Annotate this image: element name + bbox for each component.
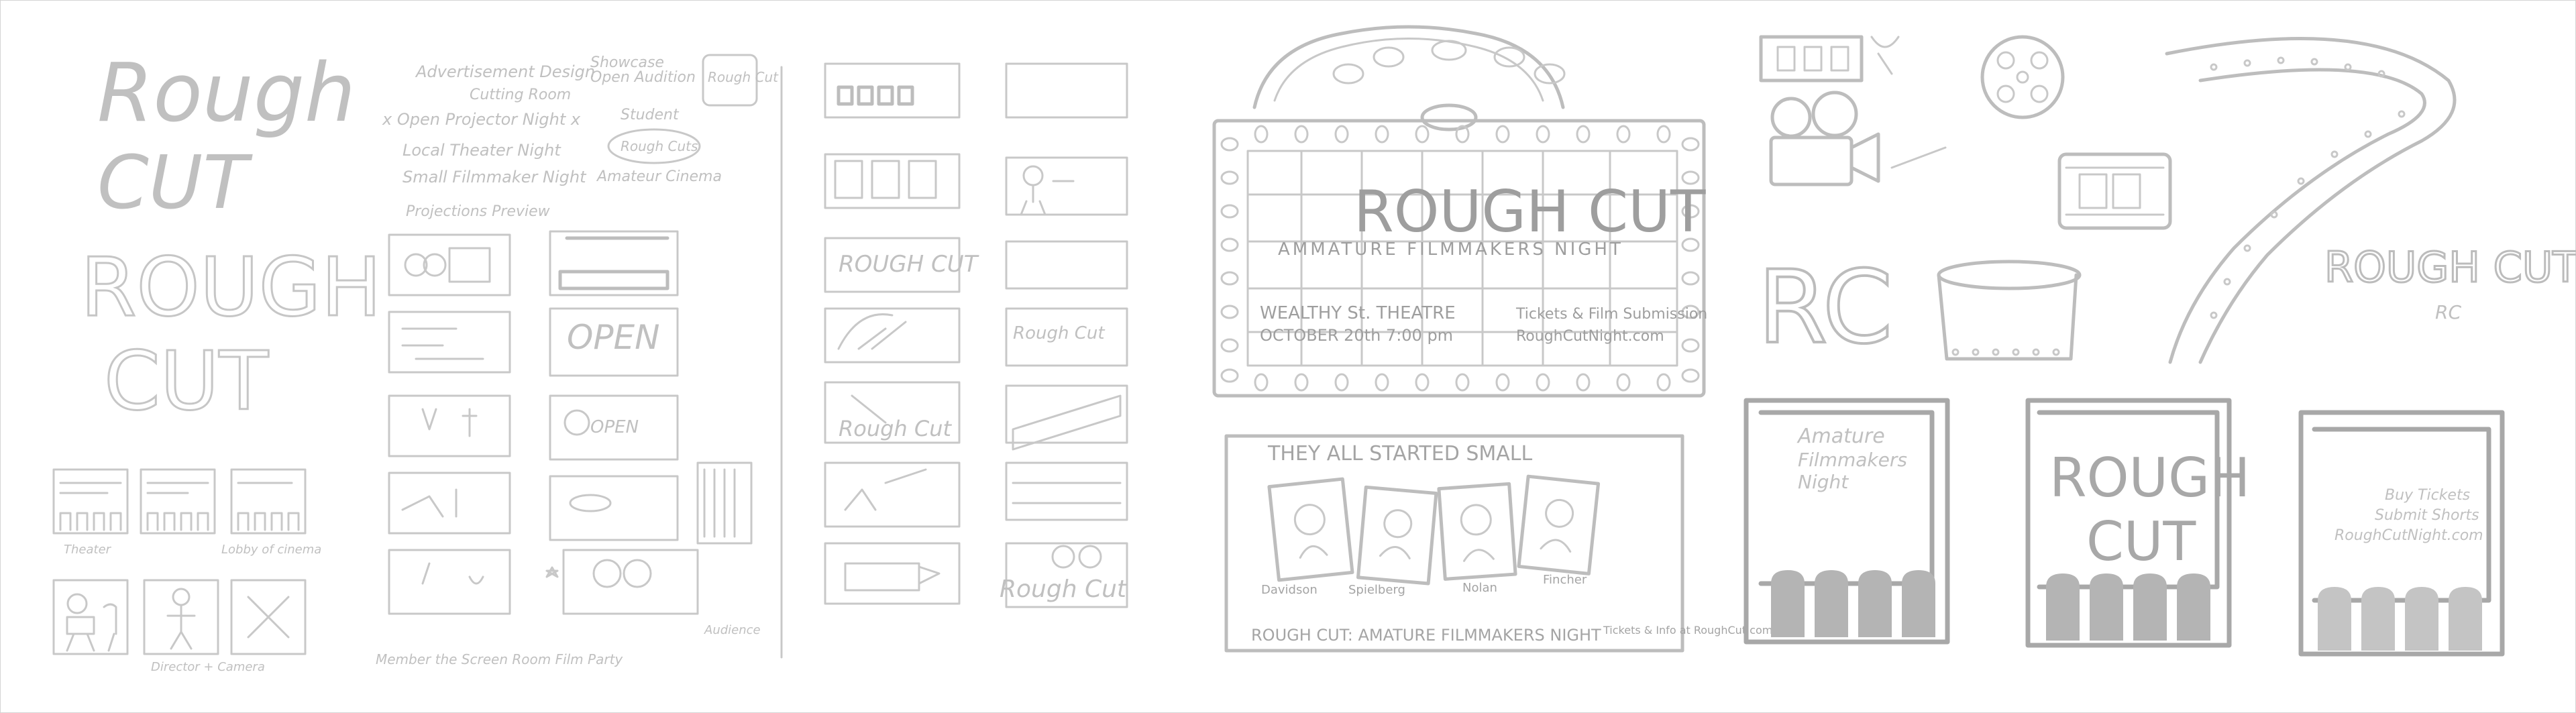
poster-name-fincher: Fincher [1543, 573, 1587, 587]
theater-thumbnails [52, 468, 307, 535]
panel-3-label-1: ROUGH CUT [839, 251, 979, 278]
thumb-label-open-2: OPEN [590, 417, 639, 437]
note-advertisement: Advertisement Design [415, 62, 595, 81]
note-open-audition: Open Audition [590, 69, 696, 86]
rc-signature-tag: RC [2435, 301, 2461, 323]
script-title-rough: Rough [97, 47, 356, 140]
panel-2-footer: Member the Screen Room Film Party [376, 651, 623, 667]
swirling-filmstrip-icon [2165, 37, 2457, 364]
panel-2-brainstorm: Advertisement Design Showcase Open Audit… [376, 54, 779, 667]
thumb-label-open-1: OPEN [567, 318, 660, 357]
film-can-icon [1937, 260, 2082, 361]
note-rough-cut-boxed: Rough Cut [708, 69, 779, 85]
small-poster-headline: THEY ALL STARTED SMALL [1267, 442, 1532, 465]
caption-director: Director + Camera [151, 660, 265, 674]
marquee-title: ROUGH CUT [1354, 178, 1706, 245]
note-cutting-room: Cutting Room [470, 87, 571, 103]
small-poster [1224, 434, 1684, 653]
filmstrip-icon [1759, 35, 1864, 83]
block-title-rough: ROUGH [80, 241, 382, 335]
screen-concepts [1743, 398, 2505, 657]
small-poster-tickets: Tickets & Info at RoughCut.com [1603, 624, 1772, 637]
caption-theater: Theater [64, 543, 112, 557]
marquee-site: RoughCutNight.com [1516, 328, 1664, 345]
panel-3-label-4: Rough Cut [1000, 575, 1128, 603]
note-small-filmmaker: Small Filmmaker Night [402, 168, 587, 186]
marquee-bulbs [1220, 125, 1700, 392]
marquee-tickets: Tickets & Film Submission [1515, 306, 1707, 323]
marquee-date: OCTOBER 20th 7:00 pm [1260, 326, 1453, 345]
screen-concept-2 [2025, 398, 2232, 648]
screen-concept-1 [1743, 398, 1950, 645]
poster-name-davidson: Davidson [1261, 583, 1318, 597]
film-icon-sketches [1759, 35, 2457, 364]
panel-3-storyboard [780, 62, 1128, 659]
panel-3-label-3: Rough Cut [1013, 323, 1105, 343]
note-student: Student [621, 107, 680, 123]
screen-1-line-2: Filmmakers [1798, 449, 1907, 471]
thumb-label-audience: Audience [704, 623, 761, 637]
screen-1-line-1: Amature [1796, 425, 1885, 448]
block-title-cut: CUT [104, 335, 269, 429]
projector-camera-icon [1769, 91, 1947, 186]
script-title-cut: CUT [97, 140, 253, 225]
note-showcase: Showcase [590, 54, 664, 71]
screen-3-line-1: Buy Tickets [2385, 487, 2470, 504]
panel-1-logo-sketches: Rough CUT ROUGH CUT Theater Lobby of cin… [52, 47, 382, 674]
film-canister-icon [2057, 152, 2172, 230]
panel-3-label-2: Rough Cut [839, 416, 952, 441]
panel-2-thumbnails [388, 230, 753, 615]
theater-marquee [1212, 25, 1706, 398]
screen-2-line-1: ROUGH [2049, 447, 2250, 509]
caption-lobby: Lobby of cinema [221, 543, 321, 557]
marquee-venue: WEALTHY St. THEATRE [1260, 303, 1456, 323]
poster-name-nolan: Nolan [1462, 581, 1497, 595]
small-poster-footer: ROUGH CUT: AMATURE FILMMAKERS NIGHT [1251, 626, 1601, 645]
rough-cut-wordmark: ROUGH CUT [2324, 243, 2576, 292]
note-local-theater: Local Theater Night [402, 141, 561, 160]
poster-name-spielberg: Spielberg [1348, 583, 1405, 597]
rc-monogram: RC [1758, 250, 1893, 366]
screen-concept-3 [2298, 410, 2505, 657]
film-reel-icon [1980, 35, 2065, 119]
note-projections: Projections Preview [406, 203, 551, 220]
note-rough-cuts: Rough Cuts [621, 138, 698, 154]
note-open-projector: x Open Projector Night x [382, 110, 581, 129]
screen-2-line-2: CUT [2086, 510, 2196, 573]
marquee-subtitle: AMMATURE FILMMAKERS NIGHT [1278, 239, 1623, 260]
screen-3-line-2: Submit Shorts [2375, 507, 2479, 524]
camera-thumbnails [52, 579, 307, 655]
screen-1-line-3: Night [1798, 471, 1849, 493]
screen-3-line-3: RoughCutNight.com [2334, 527, 2483, 544]
note-amateur-cinema: Amateur Cinema [596, 168, 722, 185]
